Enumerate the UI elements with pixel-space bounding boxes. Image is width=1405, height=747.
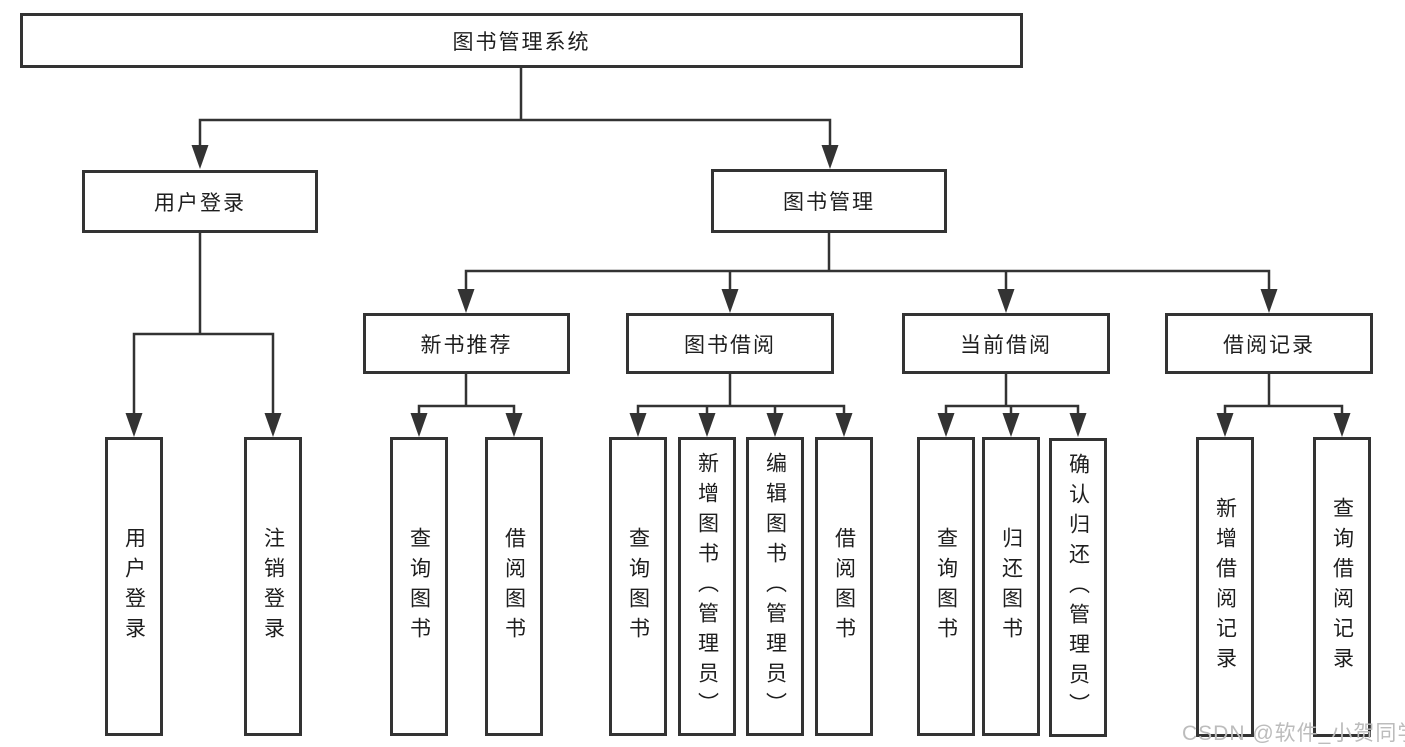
arrow-down-icon	[264, 413, 282, 437]
arrow-down-icon	[505, 413, 523, 437]
node-book-borrow: 图书借阅	[626, 313, 834, 374]
leaf-query-borrow-record-label: 查询借阅记录	[1330, 497, 1354, 677]
leaf-confirm-return-admin-label: 确认归还（管理员）	[1066, 452, 1090, 723]
arrow-down-icon	[410, 413, 428, 437]
arrowheads	[125, 145, 1351, 437]
leaf-confirm-return-admin: 确认归还（管理员）	[1049, 438, 1107, 737]
arrow-down-icon	[191, 145, 209, 169]
leaf-edit-books-admin-label: 编辑图书（管理员）	[763, 451, 787, 722]
leaf-user-login: 用户登录	[105, 437, 163, 736]
leaf-add-borrow-record-label: 新增借阅记录	[1213, 497, 1237, 677]
connector-currentborrow-to-leaves	[944, 372, 1080, 421]
node-current-borrow: 当前借阅	[902, 313, 1110, 374]
node-root-label: 图书管理系统	[452, 30, 591, 54]
leaf-query-books-label: 查询图书	[934, 526, 958, 647]
arrow-down-icon	[629, 413, 647, 437]
node-current-borrow-label: 当前借阅	[960, 333, 1052, 357]
connector-bookborrow-to-leaves	[636, 372, 846, 421]
leaf-add-borrow-record: 新增借阅记录	[1196, 437, 1254, 737]
node-new-book-recommend-label: 新书推荐	[420, 333, 513, 357]
arrow-down-icon	[937, 413, 955, 437]
connector-root-to-level1	[198, 66, 832, 153]
arrow-down-icon	[821, 145, 839, 169]
node-user-login: 用户登录	[82, 170, 318, 233]
arrow-down-icon	[997, 289, 1015, 313]
leaf-query-borrow-record: 查询借阅记录	[1313, 437, 1371, 737]
arrow-down-icon	[835, 413, 853, 437]
leaf-query-books-label: 查询图书	[626, 526, 650, 647]
watermark: CSDN @软件_小贺同学	[1182, 722, 1405, 745]
leaf-logout-label: 注销登录	[261, 526, 285, 647]
leaf-borrow-books-label: 借阅图书	[832, 526, 856, 647]
leaf-add-books-admin-label: 新增图书（管理员）	[695, 451, 719, 722]
leaf-borrow-books: 借阅图书	[815, 437, 873, 736]
node-book-management-label: 图书管理	[783, 191, 875, 214]
leaf-return-books: 归还图书	[982, 437, 1040, 736]
arrow-down-icon	[1333, 413, 1351, 437]
arrow-down-icon	[457, 289, 475, 313]
arrow-down-icon	[1002, 413, 1020, 437]
node-borrow-records: 借阅记录	[1165, 313, 1373, 374]
leaf-return-books-label: 归还图书	[999, 526, 1023, 647]
node-new-book-recommend: 新书推荐	[363, 313, 570, 374]
node-user-login-label: 用户登录	[154, 191, 246, 215]
leaf-query-books: 查询图书	[609, 437, 667, 736]
node-book-management: 图书管理	[711, 169, 947, 233]
arrow-down-icon	[1216, 413, 1234, 437]
leaf-query-books-label: 查询图书	[407, 526, 431, 647]
leaf-query-books: 查询图书	[917, 437, 975, 736]
arrow-down-icon	[721, 289, 739, 313]
leaf-edit-books-admin: 编辑图书（管理员）	[746, 437, 804, 736]
arrow-down-icon	[766, 413, 784, 437]
arrow-down-icon	[1069, 413, 1087, 437]
leaf-add-books-admin: 新增图书（管理员）	[678, 437, 736, 736]
connector-newbooks-to-leaves	[417, 372, 516, 421]
arrow-down-icon	[698, 413, 716, 437]
node-book-borrow-label: 图书借阅	[684, 333, 776, 357]
arrow-down-icon	[1260, 289, 1278, 313]
connector-bookmgmt-to-level2	[464, 231, 1271, 297]
connector-borrowrecords-to-leaves	[1223, 372, 1344, 421]
arrow-down-icon	[125, 413, 143, 437]
leaf-borrow-books: 借阅图书	[485, 437, 543, 736]
leaf-user-login-label: 用户登录	[122, 526, 146, 647]
leaf-logout: 注销登录	[244, 437, 302, 736]
connector-userlogin-to-leaves	[132, 231, 275, 421]
node-root: 图书管理系统	[20, 13, 1023, 68]
leaf-borrow-books-label: 借阅图书	[502, 526, 526, 647]
node-borrow-records-label: 借阅记录	[1223, 333, 1315, 357]
leaf-query-books: 查询图书	[390, 437, 448, 736]
